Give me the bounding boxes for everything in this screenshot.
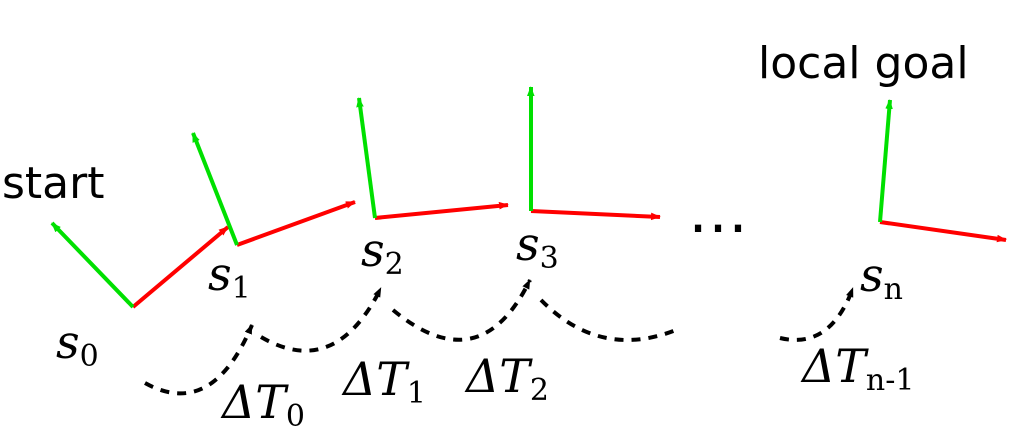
state-label-s3: s3 bbox=[516, 217, 559, 276]
transition-arcs bbox=[144, 279, 855, 396]
transition-subscript: 0 bbox=[286, 399, 305, 434]
transition-arc-2 bbox=[391, 279, 532, 342]
state-symbol: s bbox=[208, 247, 232, 301]
transition-label-2: ΔT2 bbox=[464, 349, 549, 408]
pose-frame-s0 bbox=[50, 221, 230, 309]
transition-symbol: ΔT bbox=[220, 375, 289, 429]
local-goal-label: local goal bbox=[758, 38, 969, 89]
transition-arc-n-1 bbox=[779, 287, 855, 342]
x-axis-arrow bbox=[131, 225, 230, 309]
state-subscript: 1 bbox=[232, 271, 251, 306]
y-axis-arrow bbox=[50, 221, 135, 309]
state-symbol: s bbox=[56, 315, 80, 369]
transition-arc-3 bbox=[539, 298, 677, 342]
x-axis-arrow bbox=[530, 209, 661, 221]
transition-subscript: 1 bbox=[407, 376, 426, 411]
transition-label-1: ΔT1 bbox=[341, 352, 426, 411]
x-axis-arrow bbox=[236, 200, 356, 247]
state-subscript: 3 bbox=[540, 241, 559, 276]
x-axis-arrow bbox=[374, 201, 509, 220]
transition-symbol: ΔT bbox=[464, 349, 533, 403]
ellipsis-label: … bbox=[688, 177, 748, 247]
state-label-s2: s2 bbox=[361, 223, 404, 282]
pose-frame-s1 bbox=[191, 132, 356, 247]
y-axis-arrow bbox=[191, 132, 239, 246]
y-axis-arrow bbox=[356, 97, 377, 219]
state-label-sn: sn bbox=[860, 248, 903, 307]
start-label: start bbox=[2, 158, 104, 209]
transition-subscript: 2 bbox=[530, 373, 549, 408]
state-label-s0: s0 bbox=[56, 315, 99, 374]
transition-label-n-1: ΔTn-1 bbox=[800, 339, 914, 398]
transition-arc-0 bbox=[144, 324, 254, 396]
transition-subscript: n-1 bbox=[866, 363, 915, 398]
transition-symbol: ΔT bbox=[341, 352, 410, 406]
state-subscript: 2 bbox=[385, 247, 404, 282]
state-symbol: s bbox=[361, 223, 385, 277]
state-subscript: 0 bbox=[80, 339, 99, 374]
pose-frame-s3 bbox=[527, 86, 661, 221]
transition-arc-1 bbox=[259, 287, 383, 353]
state-symbol: s bbox=[516, 217, 540, 271]
pose-frame-sn bbox=[878, 99, 1007, 243]
x-axis-arrow bbox=[879, 220, 1007, 243]
state-symbol: s bbox=[860, 248, 884, 302]
state-label-s1: s1 bbox=[208, 247, 251, 306]
transition-label-0: ΔT0 bbox=[220, 375, 305, 434]
y-axis-arrow bbox=[878, 99, 893, 223]
state-subscript: n bbox=[884, 272, 903, 307]
transition-symbol: ΔT bbox=[800, 339, 869, 393]
pose-frame-s2 bbox=[356, 97, 509, 220]
